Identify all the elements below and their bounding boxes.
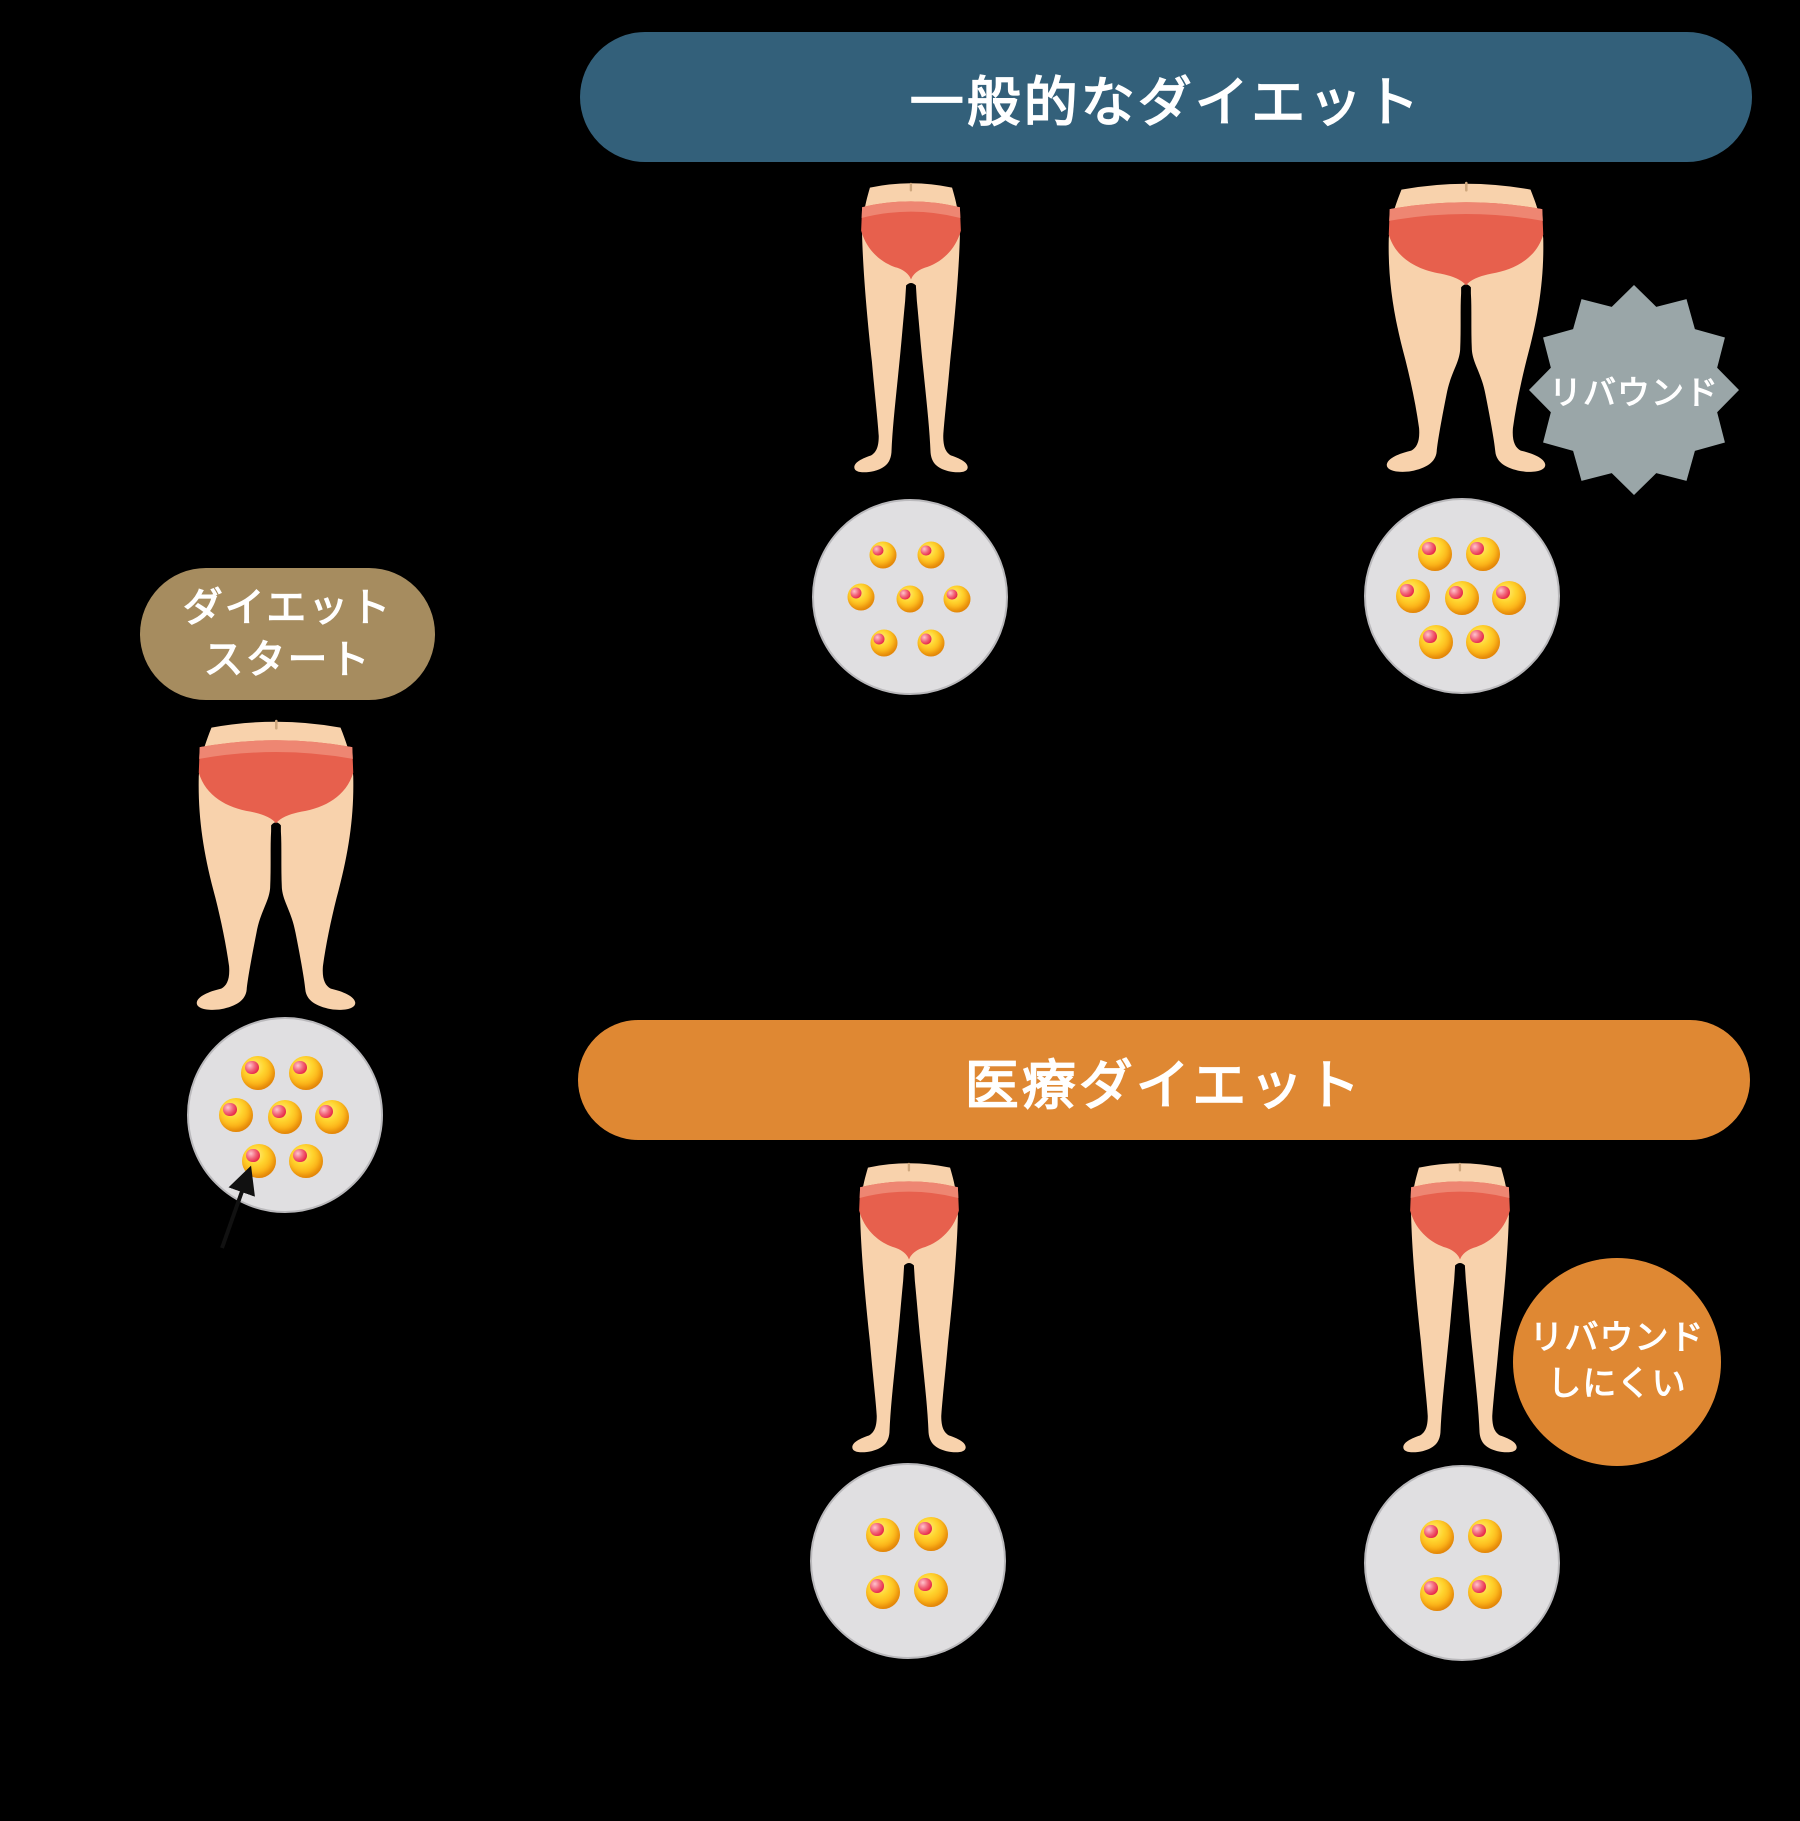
fat-cell (943, 585, 971, 613)
fat-cell-nucleus (293, 1060, 307, 1075)
fat-cell-nucleus (246, 1148, 260, 1163)
fat-cell (1418, 536, 1453, 571)
legs-figure-start-thick (188, 710, 364, 1015)
fat-cell (268, 1099, 302, 1134)
fat-cell-nucleus (1423, 629, 1437, 644)
fat-cell-nucleus (1470, 629, 1484, 644)
fat-cell (1492, 580, 1527, 615)
fat-cell (870, 629, 898, 657)
fat-cells-circle-start (187, 1017, 383, 1213)
fat-cells-circle-general-rebound (1364, 498, 1560, 694)
diet-start-label: ダイエット スタート (140, 568, 435, 700)
fat-cell (1468, 1574, 1503, 1609)
no-rebound-line1: リバウンド (1529, 1319, 1705, 1358)
no-rebound-badge: リバウンド しにくい (1513, 1258, 1721, 1466)
fat-cell-nucleus (872, 545, 884, 556)
fat-cells-circle-medical-after (810, 1463, 1006, 1659)
fat-cell-nucleus (1422, 541, 1436, 556)
fat-cell (896, 585, 924, 613)
fat-cell-nucleus (1496, 585, 1510, 600)
fat-cell (1468, 1519, 1503, 1554)
fat-cell (914, 1572, 949, 1607)
fat-cells-circle-general-after (812, 499, 1008, 695)
fat-cell (289, 1144, 324, 1179)
fat-cell-nucleus (223, 1102, 237, 1117)
fat-cell-nucleus (918, 1577, 932, 1592)
diet-start-line2: スタート (203, 638, 372, 682)
fat-cell (241, 1055, 276, 1090)
fat-cell-nucleus (873, 633, 885, 645)
medical-diet-title: 医療ダイエット (964, 1055, 1364, 1116)
fat-cell (869, 541, 897, 569)
fat-cell-nucleus (1400, 583, 1414, 598)
fat-cell-arrow-icon (220, 1165, 255, 1249)
fat-cell (1420, 1576, 1455, 1611)
fat-cell (289, 1055, 324, 1090)
fat-cell (1445, 580, 1479, 615)
fat-cell-nucleus (946, 589, 958, 600)
fat-cell (1466, 625, 1501, 660)
legs-figure-medical-after-thin (850, 1152, 968, 1457)
fat-cell (1420, 1520, 1455, 1555)
fat-cell (219, 1098, 254, 1132)
fat-cell (1419, 625, 1454, 660)
general-diet-banner: 一般的なダイエット (580, 32, 1752, 162)
fat-cell (866, 1574, 901, 1609)
fat-cells-circle-medical-result (1364, 1465, 1560, 1661)
fat-cell-nucleus (1424, 1524, 1438, 1539)
fat-cell-nucleus (920, 545, 932, 556)
fat-cell-nucleus (1449, 585, 1463, 600)
fat-cell (914, 1517, 949, 1552)
diet-start-line1: ダイエット (182, 586, 393, 630)
fat-cell-nucleus (1424, 1581, 1438, 1596)
fat-cell (866, 1518, 901, 1553)
legs-figure-general-rebound-thick (1378, 172, 1554, 477)
fat-cell (917, 541, 945, 569)
legs-figure-medical-result-thin (1401, 1152, 1519, 1457)
fat-cell (847, 583, 875, 611)
fat-cell-nucleus (920, 633, 932, 645)
fat-cell-nucleus (272, 1104, 286, 1119)
fat-cell (315, 1099, 350, 1134)
fat-cell-nucleus (899, 589, 911, 600)
fat-cell-nucleus (293, 1148, 307, 1163)
general-diet-title: 一般的なダイエット (909, 72, 1423, 133)
fat-cell-nucleus (319, 1104, 333, 1119)
rebound-badge-label: リバウンド (1549, 374, 1719, 411)
no-rebound-line2: しにくい (1547, 1365, 1687, 1403)
fat-cell-nucleus (870, 1579, 884, 1594)
fat-cell (1396, 579, 1431, 613)
fat-cell (1466, 536, 1501, 571)
fat-cell-nucleus (1472, 1523, 1486, 1538)
fat-cell-nucleus (850, 587, 862, 599)
rebound-burst-badge: リバウンド (1529, 285, 1739, 495)
fat-cell (917, 629, 945, 657)
legs-figure-general-after-thin (852, 172, 970, 477)
fat-cell-nucleus (1472, 1579, 1486, 1594)
medical-diet-banner: 医療ダイエット (578, 1020, 1750, 1140)
fat-cell-nucleus (870, 1522, 884, 1537)
fat-cell-nucleus (918, 1521, 932, 1536)
fat-cell-nucleus (245, 1060, 259, 1075)
fat-cell-nucleus (1470, 541, 1484, 556)
